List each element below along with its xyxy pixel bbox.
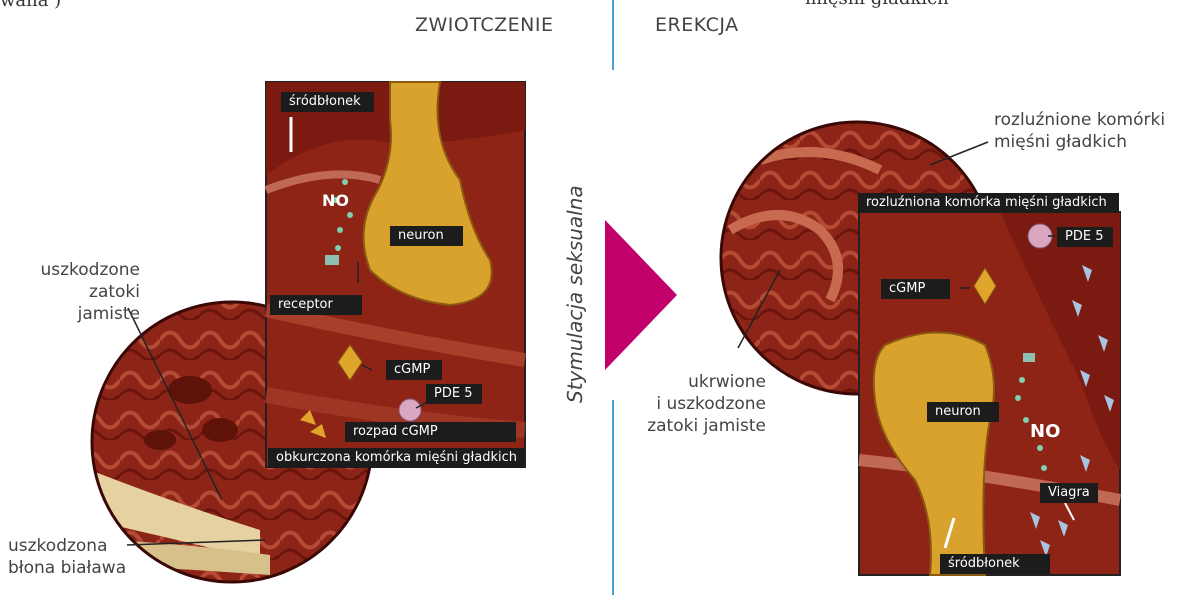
label-contracted-cell: obkurczona komórka mięśni gładkich xyxy=(268,448,524,468)
annotation-line: zatoki jamiste xyxy=(30,281,140,325)
annotation-line: mięśni gładkich xyxy=(994,131,1165,153)
right-panel xyxy=(859,212,1120,575)
left-panel xyxy=(266,82,525,467)
annotation-line: uszkodzone xyxy=(30,259,140,281)
annotation-line: błona biaława xyxy=(8,557,126,579)
label-neuron-right: neuron xyxy=(927,402,999,422)
annotation-relaxed-cells: rozluźnione komórki mięśni gładkich xyxy=(994,109,1165,153)
label-neuron-left: neuron xyxy=(390,226,463,246)
label-cgmp-right: cGMP xyxy=(881,279,950,299)
label-viagra: Viagra xyxy=(1040,483,1098,503)
label-endothelium-left: śródbłonek xyxy=(281,92,374,112)
label-pde5-left: PDE 5 xyxy=(426,384,482,404)
annotation-line: uszkodzona xyxy=(8,535,126,557)
annotation-filled-sinuses: ukrwione i uszkodzone zatoki jamiste xyxy=(628,371,766,437)
annotation-damaged-sinuses: uszkodzone zatoki jamiste xyxy=(30,259,140,325)
label-no-right: NO xyxy=(1030,421,1060,442)
annotation-line: i uszkodzone xyxy=(628,393,766,415)
label-relaxed-cell: rozluźniona komórka mięśni gładkich xyxy=(858,193,1119,213)
label-cgmp-breakdown: rozpad cGMP xyxy=(345,422,516,442)
annotation-damaged-tunica: uszkodzona błona biaława xyxy=(8,535,126,579)
label-pde5-right: PDE 5 xyxy=(1057,227,1113,247)
label-no-left: NO xyxy=(322,191,349,210)
annotation-line: zatoki jamiste xyxy=(628,415,766,437)
transition-arrow xyxy=(605,220,677,370)
label-receptor: receptor xyxy=(270,295,362,315)
annotation-line: rozluźnione komórki xyxy=(994,109,1165,131)
label-cgmp-left: cGMP xyxy=(386,360,442,380)
label-endothelium-right: śródbłonek xyxy=(940,554,1050,574)
annotation-line: ukrwione xyxy=(628,371,766,393)
transition-label: Stymulacja seksualna xyxy=(563,185,587,403)
